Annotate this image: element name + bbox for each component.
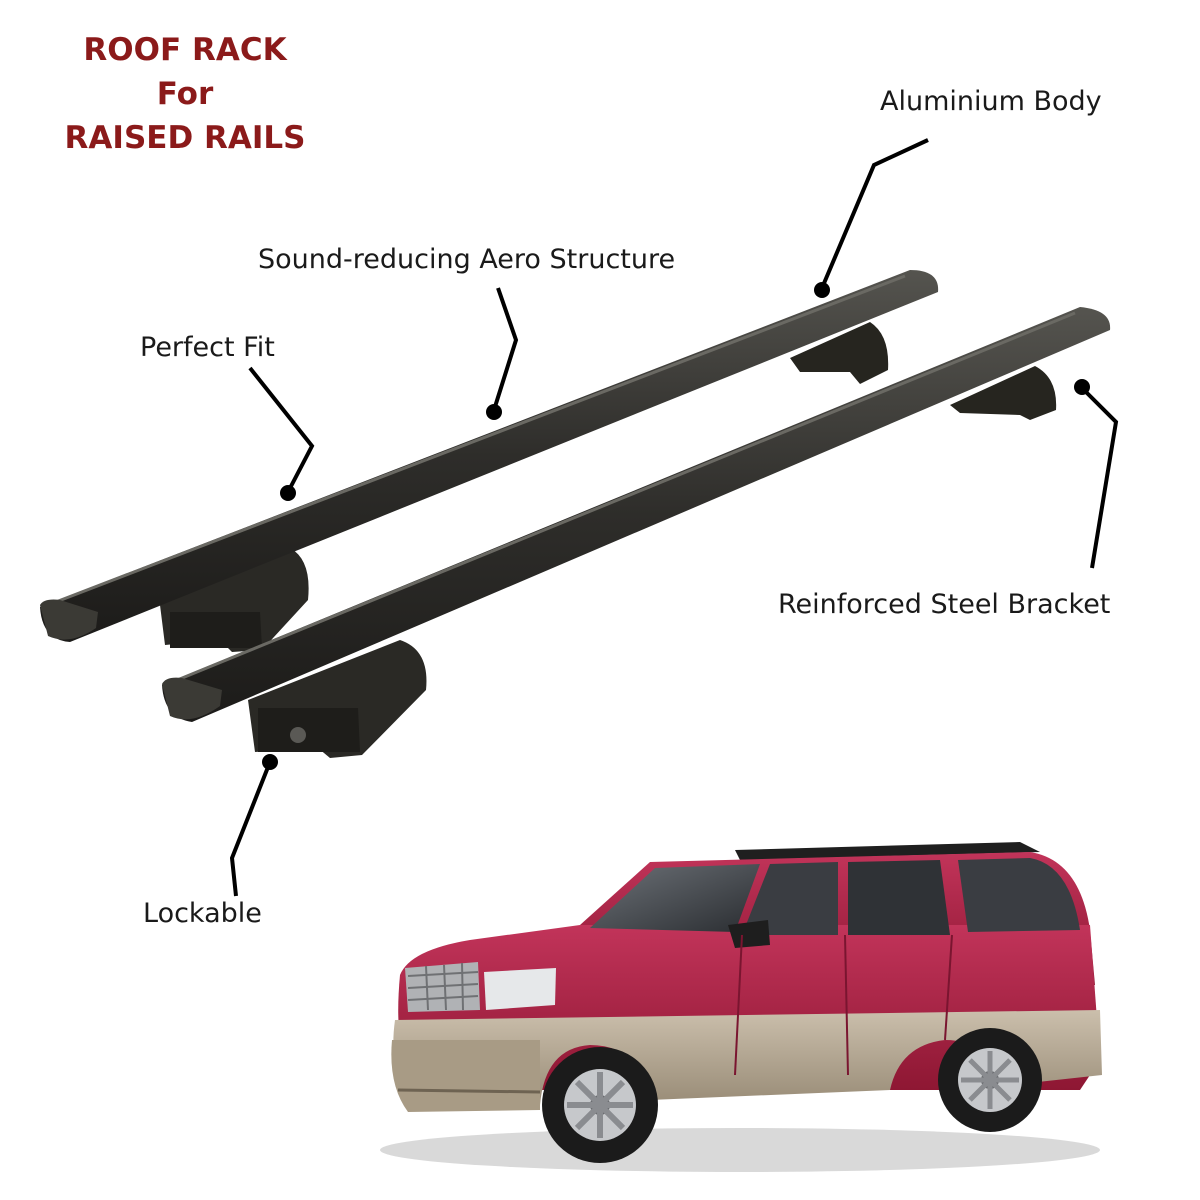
callout-aluminium-body: Aluminium Body <box>880 86 1102 117</box>
leader-dots <box>262 282 1090 770</box>
callout-perfect-fit: Perfect Fit <box>140 332 275 363</box>
wheel-icon <box>938 1028 1042 1132</box>
callout-lockable: Lockable <box>143 898 262 929</box>
crossbar-icon <box>40 270 939 652</box>
wheel-icon <box>542 1047 658 1163</box>
title-line-3: RAISED RAILS <box>64 120 306 156</box>
title-line-2: For <box>156 76 214 112</box>
crossbar-icon <box>162 307 1111 758</box>
lock-icon <box>290 727 306 743</box>
product-title: ROOF RACK For RAISED RAILS <box>40 28 330 160</box>
leader-lines <box>229 138 1119 897</box>
callout-sound-reducing: Sound-reducing Aero Structure <box>258 244 676 275</box>
callout-reinforced-bracket: Reinforced Steel Bracket <box>778 589 1111 620</box>
suv-icon <box>380 842 1103 1172</box>
title-line-1: ROOF RACK <box>83 32 287 68</box>
